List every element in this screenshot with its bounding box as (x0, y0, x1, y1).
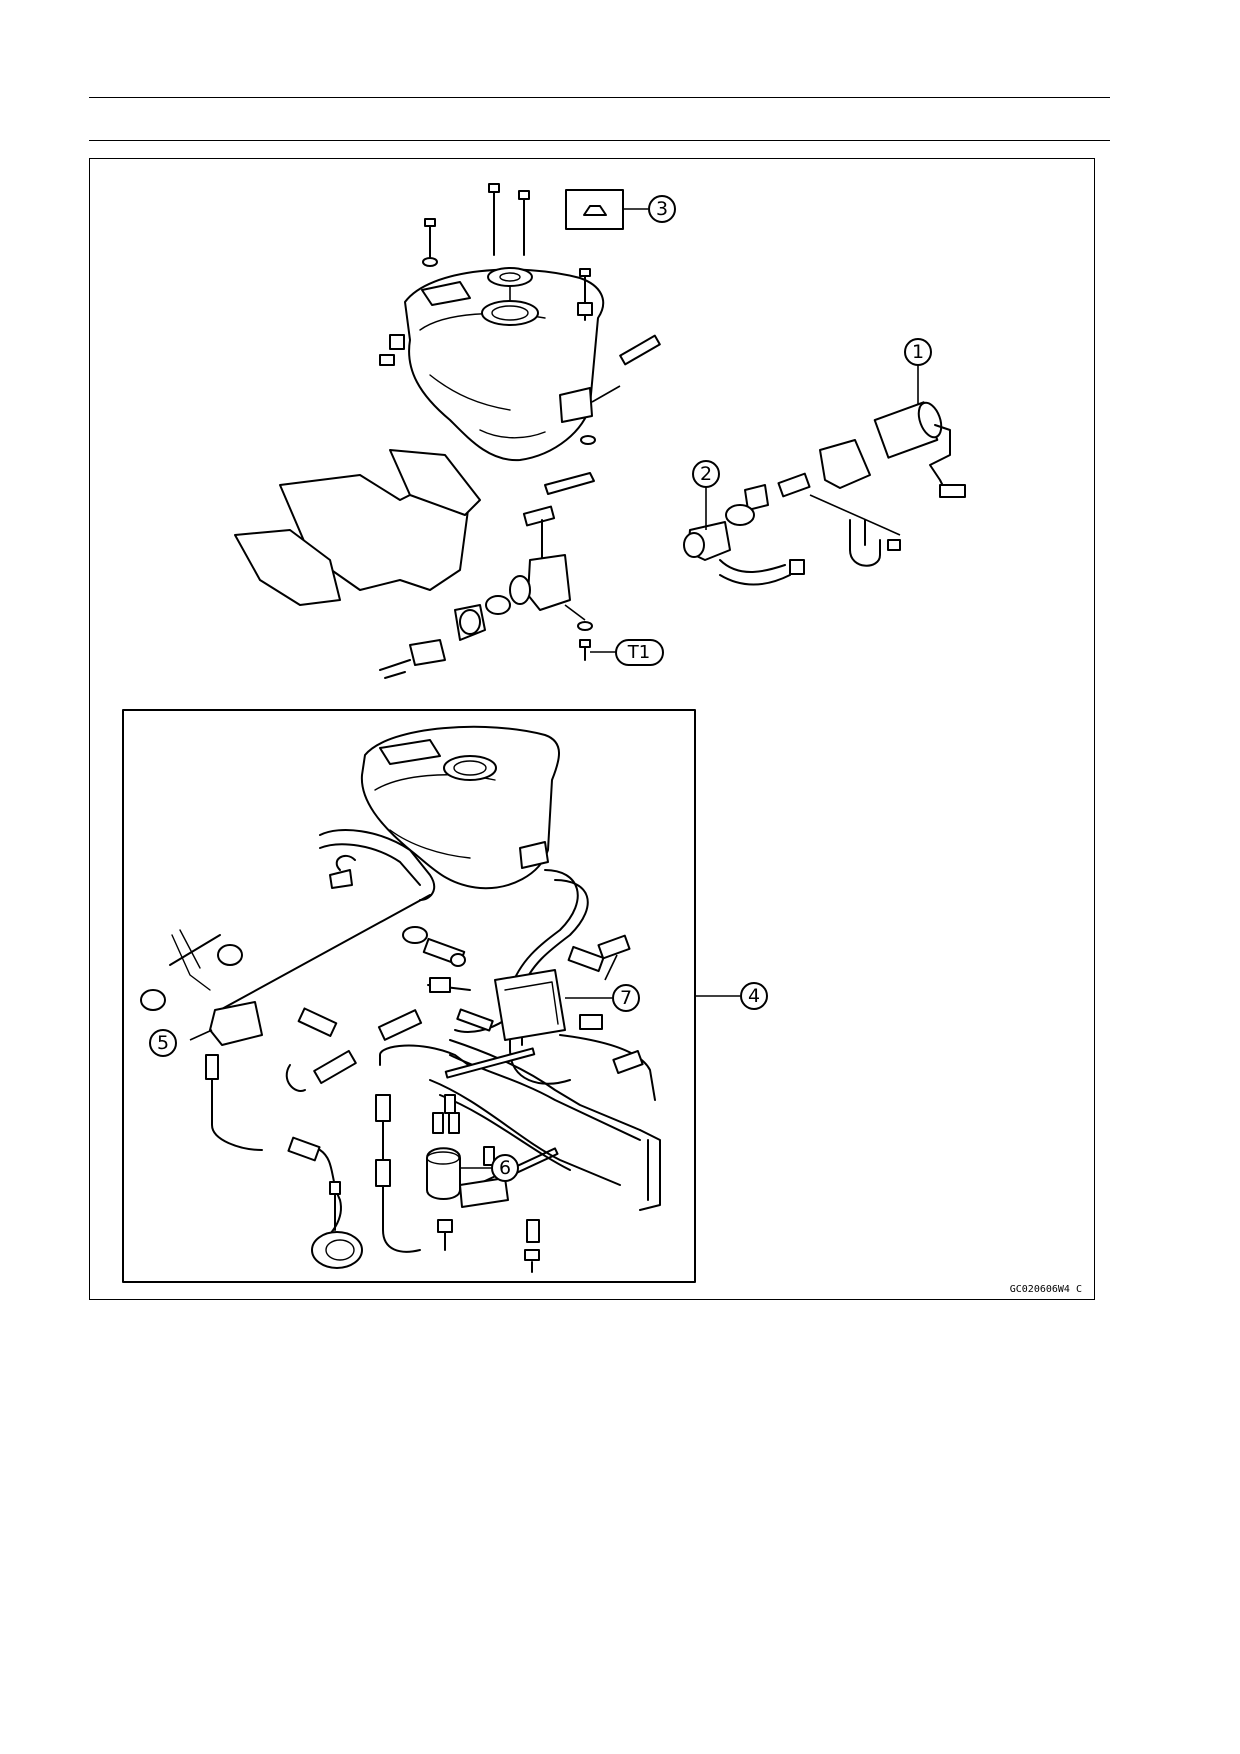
callout-5: 5 (149, 1029, 177, 1057)
fuel-tank-lower (360, 725, 560, 890)
callout-4: 4 (740, 982, 768, 1010)
callout-t1: T1 (615, 639, 664, 666)
figure-frame (89, 158, 1095, 1300)
tank-bracket (559, 334, 661, 445)
svg-text:3: 3 (656, 198, 668, 220)
svg-text:5: 5 (157, 1032, 169, 1054)
separator (426, 1147, 492, 1200)
svg-text:2: 2 (700, 463, 712, 485)
figure-code: GC020606W4 C (1010, 1284, 1082, 1295)
heat-insulators (234, 449, 481, 606)
callout-1: 1 (904, 338, 932, 366)
header-rule-top (89, 97, 1110, 98)
svg-text:1: 1 (912, 341, 924, 363)
evap-hoses (140, 829, 661, 1273)
clamp-bar (544, 472, 595, 495)
fuel-cock-assembly (379, 505, 616, 679)
leader-5 (189, 1029, 213, 1041)
svg-text:T1: T1 (627, 642, 650, 663)
fuel-tank-upper (404, 267, 605, 462)
callout-2: 2 (692, 460, 720, 488)
canister (494, 969, 612, 1041)
nut-icon (583, 205, 607, 216)
svg-text:4: 4 (748, 985, 760, 1007)
filler-cap-bolts (379, 183, 593, 366)
callout-6: 6 (491, 1154, 519, 1182)
svg-text:7: 7 (620, 987, 632, 1009)
callout-3: 3 (648, 195, 676, 223)
callout-7: 7 (612, 984, 640, 1012)
header-rule-bottom (89, 140, 1110, 141)
svg-text:6: 6 (499, 1157, 511, 1179)
fuel-pump-assembly (683, 365, 966, 586)
